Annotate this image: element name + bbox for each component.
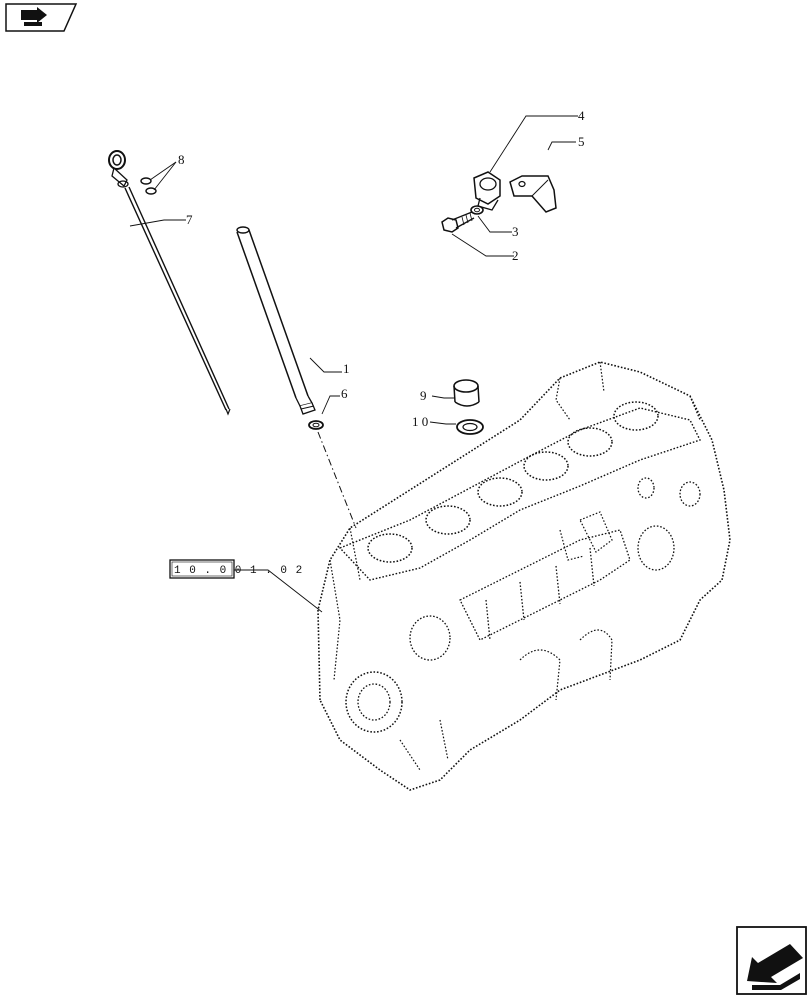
callout-3: 3 <box>512 224 519 239</box>
engine-block <box>317 361 731 791</box>
dipstick <box>108 150 231 416</box>
callout-7: 7 <box>186 212 193 227</box>
arrow-right-tab-icon[interactable] <box>5 3 78 32</box>
callout-9: 9 <box>420 388 427 403</box>
reference-label: 1 0 . 0 0 1 . 0 2 <box>174 565 303 577</box>
callout-5: 5 <box>578 134 585 149</box>
plug <box>453 379 480 407</box>
callout-1: 1 <box>343 361 350 376</box>
reference-box[interactable]: 1 0 . 0 0 1 . 0 2 <box>169 559 303 579</box>
arrow-left-box-icon[interactable] <box>736 926 807 995</box>
o-rings <box>140 177 157 195</box>
callout-2: 2 <box>512 248 519 263</box>
assembly-centerline <box>317 431 357 529</box>
bolt <box>441 211 475 233</box>
callout-4: 4 <box>578 108 585 123</box>
sealing-washer <box>308 420 324 430</box>
bracket <box>509 175 557 213</box>
callout-6: 6 <box>341 386 348 401</box>
dipstick-tube <box>236 226 316 415</box>
callout-10: 1 0 <box>412 414 428 429</box>
clamp <box>473 171 501 211</box>
leader-lines <box>129 115 578 613</box>
washer <box>470 205 484 215</box>
callout-8: 8 <box>178 152 185 167</box>
plug-gasket <box>456 419 484 435</box>
